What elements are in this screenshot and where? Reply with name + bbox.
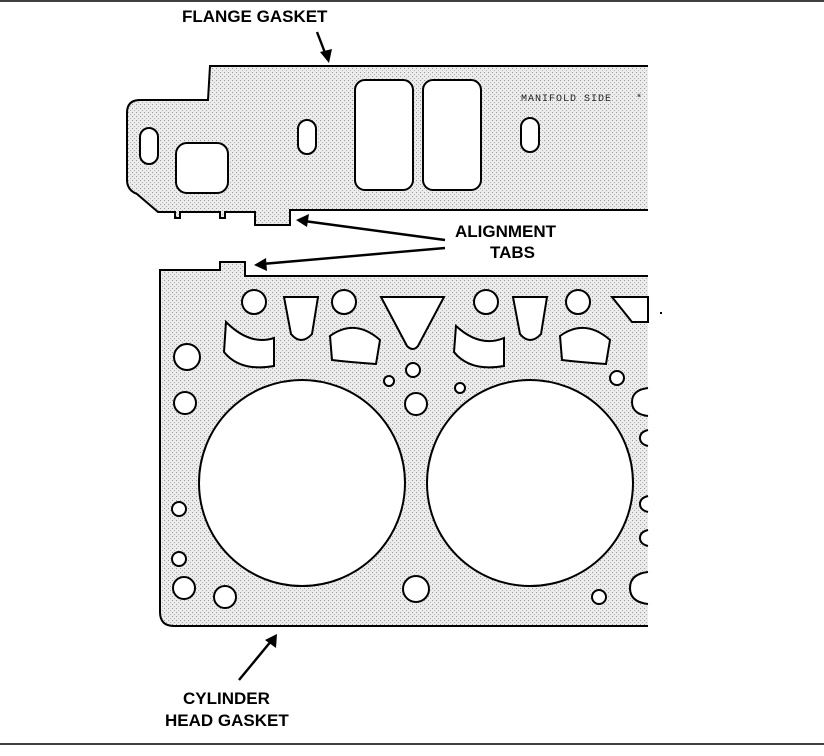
head-hole (402, 575, 430, 603)
cylinder-head-gasket-arrowhead (265, 634, 277, 648)
manifold-side-imprint: MANIFOLD SIDE (521, 94, 612, 105)
flange-slot-left (139, 127, 159, 165)
cylinder-bore-1 (198, 379, 406, 587)
head-hole (173, 391, 197, 415)
cylinder-bore-2 (426, 379, 634, 587)
alignment-tab-arrow-lower (261, 246, 446, 266)
flange-slot-mid (297, 119, 317, 155)
alignment-tab-arrow-upper (303, 219, 446, 242)
head-passage-trapezoid (511, 296, 549, 341)
cylinder-head-gasket (159, 261, 649, 627)
alignment-tabs-label-line1: ALIGNMENT (455, 222, 557, 241)
head-hole-small (405, 362, 421, 378)
head-hole (173, 343, 201, 371)
alignment-tabs-label-line2: TABS (490, 243, 535, 262)
head-hole-small (171, 551, 187, 567)
head-hole (331, 289, 357, 315)
cylinder-head-gasket-label-line1: CYLINDER (183, 689, 270, 708)
imprint-marker: * (636, 93, 643, 105)
head-passage-partial (609, 296, 649, 323)
head-passage-kidney (452, 323, 505, 369)
flange-port-tall-1 (354, 79, 414, 191)
head-hole (172, 576, 196, 600)
head-hole-small (383, 375, 395, 387)
cylinder-head-gasket-arrow (238, 639, 273, 681)
head-hole (213, 585, 237, 609)
head-passage-kidney (222, 319, 275, 369)
head-hole (241, 289, 267, 315)
alignment-tab-arrowhead-upper (296, 214, 309, 227)
alignment-tabs-callout: ALIGNMENT TABS (254, 214, 557, 271)
head-hole-small (591, 589, 607, 605)
head-passage-trapezoid (282, 296, 320, 341)
head-hole-partial (628, 571, 649, 605)
stray-mark (660, 312, 662, 314)
head-hole-partial (630, 387, 649, 417)
head-hole (565, 289, 591, 315)
head-hole-small (171, 501, 187, 517)
flange-slot-right (520, 117, 540, 153)
head-passage-triangle (379, 296, 446, 350)
alignment-tab-arrowhead-lower (254, 258, 267, 271)
flange-gasket-callout: FLANGE GASKET (182, 7, 332, 63)
head-hole (404, 392, 428, 416)
cylinder-head-gasket-label-line2: HEAD GASKET (165, 711, 289, 730)
head-hole (473, 289, 499, 315)
head-passage-kidney (328, 327, 382, 366)
head-hole-partial (638, 529, 649, 547)
head-passage-kidney (558, 327, 612, 366)
head-hole (609, 370, 625, 386)
head-hole-partial (638, 429, 649, 447)
flange-port-square (175, 142, 229, 194)
head-hole-small (454, 382, 466, 394)
flange-port-tall-2 (422, 79, 482, 191)
flange-gasket-label: FLANGE GASKET (182, 7, 328, 26)
flange-gasket-arrowhead (320, 49, 332, 63)
flange-gasket: MANIFOLD SIDE * (126, 65, 648, 226)
head-hole-partial (638, 495, 649, 513)
cylinder-head-gasket-callout: CYLINDER HEAD GASKET (165, 634, 289, 730)
